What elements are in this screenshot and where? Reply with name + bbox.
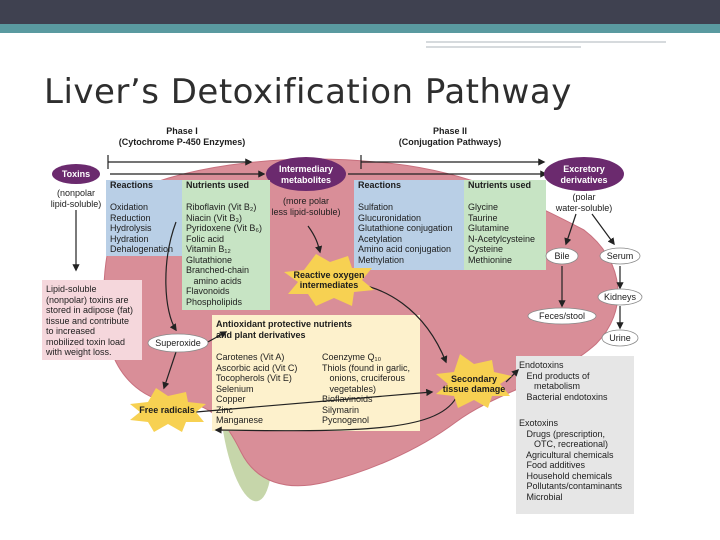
phase2-nutrients-box: [464, 180, 546, 270]
lipid-note-box: [42, 280, 142, 360]
feces-oval: [527, 307, 597, 325]
toxins-oval: [52, 164, 100, 184]
antioxidant-title: Antioxidant protective nutrients and pla…: [216, 319, 353, 340]
phase1-nutrients-title: Nutrients used: [186, 180, 250, 190]
arrow-phase1-to-superoxide: [165, 221, 177, 332]
antioxidant-col2: Coenzyme Q₁₀ Thiols (found in garlic, on…: [322, 352, 411, 425]
arrow-superoxide-to-antioxidant: [205, 331, 228, 344]
phase2-nutrients-title: Nutrients used: [468, 180, 532, 190]
arrow-excretory-to-bile: [564, 213, 577, 246]
toxins-desc: (nonpolar lipid-soluble): [50, 188, 102, 209]
secondary-damage-label: Secondary tissue damage: [442, 374, 506, 394]
excretory-oval: [544, 157, 624, 191]
kidneys-oval: [597, 288, 643, 306]
intermediary-oval: [266, 157, 346, 191]
decorative-line: [426, 41, 666, 43]
reactive-oxygen-burst: [284, 254, 374, 306]
bile-oval: [545, 247, 579, 265]
arrow-superoxide-to-freeradicals: [162, 351, 177, 390]
antioxidant-box: [212, 315, 420, 431]
top-bar: [0, 0, 720, 24]
kidneys-label: Kidneys: [603, 292, 637, 302]
urine-label: Urine: [609, 333, 631, 343]
antioxidant-col1: Carotenes (Vit A) Ascorbic acid (Vit C) …: [216, 352, 298, 425]
phase2-header: Phase II (Conjugation Pathways): [398, 126, 502, 147]
excretory-label: Excretory derivatives: [560, 164, 608, 185]
toxin-sources-panel: [516, 356, 634, 514]
phase1-reactions-list: Oxidation Reduction Hydrolysis Hydration…: [110, 202, 174, 254]
lipid-note: Lipid-soluble (nonpolar) toxins are stor…: [46, 284, 134, 357]
feces-label: Feces/stool: [538, 311, 586, 321]
serum-oval: [599, 247, 641, 265]
endotoxins-list: Endotoxins End products of metabolism Ba…: [519, 360, 608, 402]
intermediary-desc: (more polar less lipid-soluble): [271, 196, 341, 217]
phase1-header: Phase I (Cytochrome P-450 Enzymes): [118, 126, 246, 147]
phase2-reactions-title: Reactions: [358, 180, 402, 190]
intermediary-label: Intermediary metabolites: [278, 164, 334, 185]
accent-bar: [0, 24, 720, 33]
diagram-graphics: [42, 155, 643, 514]
phase2-reactions-box: [354, 180, 464, 270]
secondary-damage-burst: [436, 354, 512, 408]
phase2-reactions-list: Sulfation Glucuronidation Glutathione co…: [358, 202, 453, 265]
phase2-nutrients-list: Glycine Taurine Glutamine N-Acetylcystei…: [468, 202, 536, 265]
superoxide-label: Superoxide: [155, 338, 201, 348]
phase1-nutrients-box: [182, 180, 270, 310]
slide-title: Liver’s Detoxification Pathway: [44, 72, 572, 112]
reactive-oxygen-label: Reactive oxygen intermediates: [293, 270, 365, 290]
phase1-reactions-title: Reactions: [110, 180, 154, 190]
arrow-intermediary-down: [307, 225, 323, 254]
toxins-label: Toxins: [61, 169, 91, 179]
free-radicals-burst: [130, 388, 206, 432]
arrow-freeradicals-to-secondary: [195, 388, 434, 413]
superoxide-oval: [147, 333, 209, 353]
exotoxins-list: Exotoxins Drugs (prescription, OTC, recr…: [519, 418, 623, 502]
free-radicals-label: Free radicals: [139, 405, 195, 415]
phase1-nutrients-list: Riboflavin (Vit B₂) Niacin (Vit B₃) Pyri…: [186, 202, 262, 307]
detox-diagram: Phase I (Cytochrome P-450 Enzymes) Phase…: [36, 122, 646, 520]
bile-label: Bile: [554, 251, 570, 261]
excretory-desc: (polar water-soluble): [555, 192, 613, 213]
decorative-line: [426, 46, 581, 48]
serum-label: Serum: [606, 251, 634, 261]
arrow-secondary-back: [214, 397, 457, 434]
urine-oval: [601, 329, 639, 347]
arrow-excretory-to-serum: [591, 213, 615, 246]
